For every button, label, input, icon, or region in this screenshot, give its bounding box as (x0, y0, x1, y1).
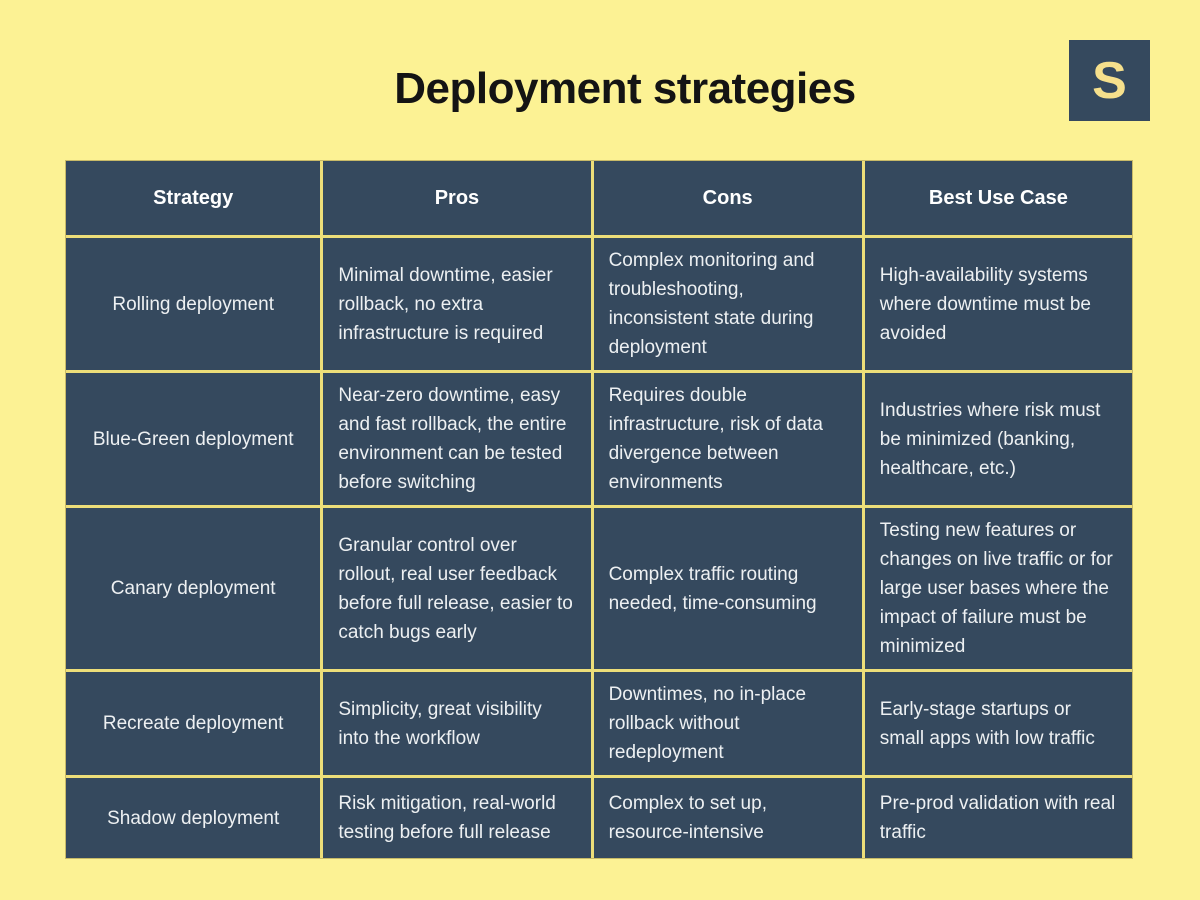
cell-rolling-pros: Minimal downtime, easier rollback, no ex… (323, 238, 591, 371)
cell-rolling-cons: Complex monitoring and troubleshooting, … (593, 238, 862, 371)
cell-shadow-strategy: Shadow deployment (66, 778, 321, 858)
column-header-cons: Cons (593, 161, 862, 236)
cell-blue-green-best-use-case: Industries where risk must be minimized … (864, 373, 1132, 506)
cell-shadow-best-use-case: Pre-prod validation with real traffic (864, 778, 1132, 858)
column-header-pros: Pros (323, 161, 591, 236)
cell-blue-green-cons: Requires double infrastructure, risk of … (593, 373, 862, 506)
cell-recreate-strategy: Recreate deployment (66, 672, 321, 776)
column-header-best-use-case: Best Use Case (864, 161, 1132, 236)
cell-canary-cons: Complex traffic routing needed, time-con… (593, 508, 862, 670)
page-title: Deployment strategies (394, 64, 856, 113)
cell-rolling-best-use-case: High-availability systems where downtime… (864, 238, 1132, 371)
cell-canary-pros: Granular control over rollout, real user… (323, 508, 591, 670)
cell-blue-green-pros: Near-zero downtime, easy and fast rollba… (323, 373, 591, 506)
deployment-strategies-table: Strategy Pros Cons Best Use Case Rolling… (65, 160, 1133, 859)
cell-shadow-cons: Complex to set up, resource-intensive (593, 778, 862, 858)
column-header-strategy: Strategy (66, 161, 321, 236)
cell-recreate-pros: Simplicity, great visibility into the wo… (323, 672, 591, 776)
brand-logo: S (1069, 40, 1150, 121)
cell-canary-best-use-case: Testing new features or changes on live … (864, 508, 1132, 670)
cell-recreate-best-use-case: Early-stage startups or small apps with … (864, 672, 1132, 776)
cell-blue-green-strategy: Blue-Green deployment (66, 373, 321, 506)
cell-recreate-cons: Downtimes, no in-place rollback without … (593, 672, 862, 776)
cell-rolling-strategy: Rolling deployment (66, 238, 321, 371)
cell-canary-strategy: Canary deployment (66, 508, 321, 670)
cell-shadow-pros: Risk mitigation, real-world testing befo… (323, 778, 591, 858)
brand-logo-letter: S (1092, 51, 1127, 110)
